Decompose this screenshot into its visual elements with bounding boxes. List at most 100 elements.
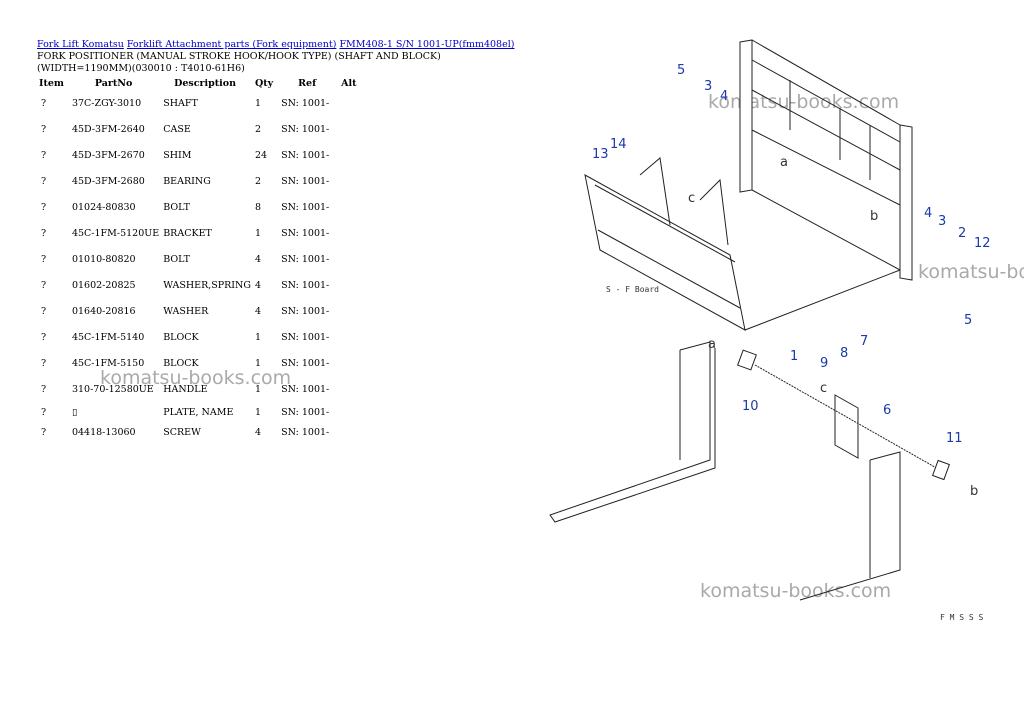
callout-label: 4 [720,89,728,104]
cell-qty: 8 [254,202,262,213]
cell-alt [339,143,362,169]
cell-ref: SN: 1001- [281,202,330,213]
cell-ref: SN: 1001- [281,407,330,418]
cell-description: BLOCK [163,332,199,343]
cell-partno: 01010-80820 [71,254,136,265]
cell-alt [339,351,362,377]
cell-qty: 4 [254,254,262,265]
callout-label: 6 [883,403,891,418]
callout-label: 10 [742,399,759,414]
callout-label: 2 [958,226,966,241]
breadcrumb-link-model[interactable]: FMM408-1 S/N 1001-UP(fmm408el) [339,39,515,50]
callout-label: 4 [924,206,932,221]
reference-letters: a a b b c c [688,155,978,499]
callout-label: 3 [938,214,946,229]
cell-partno: 37C-ZGY-3010 [71,98,142,109]
cell-description: BOLT [163,202,191,213]
cell-item: ? [41,427,47,438]
cell-ref: SN: 1001- [281,384,330,395]
cell-partno: 45C-1FM-5140 [71,332,145,343]
reference-letter: b [970,484,978,499]
callout-label: 13 [592,147,609,162]
cell-partno: 01024-80830 [71,202,136,213]
cell-item: ? [41,254,47,265]
callout-label: 12 [974,236,991,251]
table-row: ? 45D-3FM-2680 BEARING 2 SN: 1001- [37,169,363,195]
cell-item: ? [41,176,47,187]
parts-table: Item PartNo Description Qty Ref Alt ? 37C… [37,77,363,443]
callout-label: 5 [677,63,685,78]
cell-partno: 310-70-12580UE [71,384,154,395]
cell-alt [339,247,362,273]
cell-item: ? [41,358,47,369]
cell-alt [339,169,362,195]
cell-alt [339,403,362,423]
cell-qty: 1 [254,98,262,109]
cell-partno: 01640-20816 [71,306,136,317]
callout-label: 1 [790,349,798,364]
cell-ref: SN: 1001- [281,150,330,161]
cell-partno: 45D-3FM-2640 [71,124,145,135]
reference-letter: c [820,381,827,396]
callout-label: 11 [946,431,963,446]
cell-qty: 4 [254,306,262,317]
cell-item: ? [41,228,47,239]
cell-alt [339,299,362,325]
cell-description: SHIM [163,150,192,161]
cell-description: CASE [163,124,191,135]
breadcrumb-link-fork-lift[interactable]: Fork Lift Komatsu [37,39,124,50]
cell-item: ? [41,306,47,317]
cell-description: BLOCK [163,358,199,369]
cell-alt [339,423,362,443]
cell-description: WASHER [163,306,209,317]
cell-ref: SN: 1001- [281,332,330,343]
cell-qty: 2 [254,176,262,187]
cell-qty: 2 [254,124,262,135]
cell-qty: 1 [254,228,262,239]
cell-description: HANDLE [163,384,208,395]
column-header-qty: Qty [254,78,274,89]
cell-description: SHAFT [163,98,198,109]
callout-labels: 5 3 4 13 14 4 3 2 12 5 1 7 8 9 10 6 11 [592,63,991,446]
cell-ref: SN: 1001- [281,427,330,438]
reference-letter: a [780,155,788,170]
cell-alt [339,273,362,299]
cell-description: BEARING [163,176,211,187]
cell-item: ? [41,332,47,343]
board-note: S - F Board [606,285,659,294]
cell-partno: 45D-3FM-2670 [71,150,145,161]
cell-alt [339,117,362,143]
cell-description: PLATE, NAME [163,407,234,418]
cell-ref: SN: 1001- [281,176,330,187]
parts-diagram: 5 3 4 13 14 4 3 2 12 5 1 7 8 9 10 6 11 a… [549,39,991,622]
cell-ref: SN: 1001- [281,280,330,291]
breadcrumb-link-attachment-parts[interactable]: Forklift Attachment parts (Fork equipmen… [126,39,337,50]
callout-label: 14 [610,137,627,152]
cell-qty: 1 [254,332,262,343]
reference-letter: a [708,337,716,352]
cell-partno: 04418-13060 [71,427,136,438]
cell-partno: 45D-3FM-2680 [71,176,145,187]
frame-drawing [739,39,913,281]
cell-item: ? [41,280,47,291]
cell-qty: 1 [254,407,262,418]
cell-alt [339,377,362,403]
callout-label: 9 [820,356,828,371]
cell-partno: 45C-1FM-5120UE [71,228,160,239]
cell-qty: 1 [254,358,262,369]
cell-partno: 45C-1FM-5150 [71,358,145,369]
table-header-row: Item PartNo Description Qty Ref Alt [37,77,363,91]
cell-item: ? [41,384,47,395]
